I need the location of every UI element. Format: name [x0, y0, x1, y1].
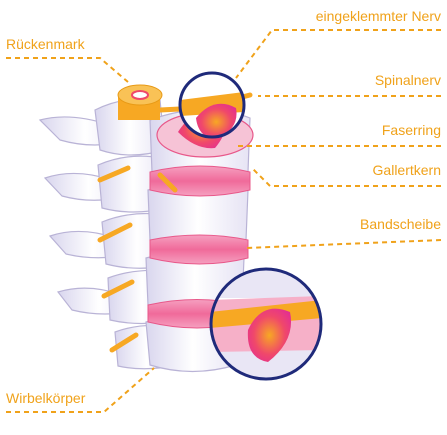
spinal-cord [118, 85, 162, 120]
leader-eingeklemmter-nerv [236, 30, 441, 78]
label-eingeklemmter-nerv: eingeklemmter Nerv [316, 8, 441, 24]
label-bandscheibe: Bandscheibe [360, 216, 441, 232]
label-wirbelkoerper: Wirbelkörper [6, 390, 85, 406]
label-spinalnerv: Spinalnerv [375, 72, 441, 88]
leader-bandscheibe [246, 240, 441, 248]
leader-rueckenmark [6, 58, 128, 82]
label-faserring: Faserring [382, 122, 441, 138]
label-gallertkern: Gallertkern [373, 162, 441, 178]
label-rueckenmark: Rückenmark [6, 36, 85, 52]
large-magnifier [210, 268, 322, 380]
